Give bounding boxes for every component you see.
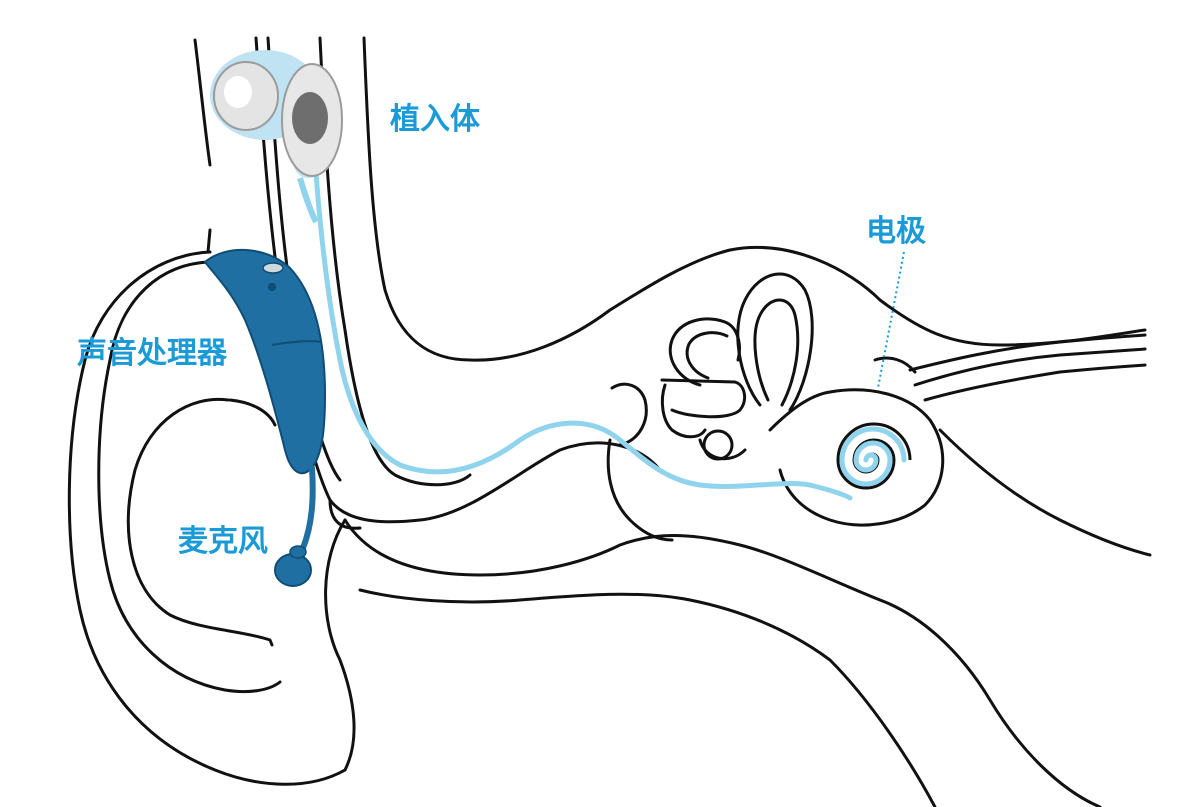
lead-wire: [312, 157, 907, 501]
inner-ear-outline: [606, 272, 1152, 557]
implant-label: 植入体: [386, 101, 488, 141]
sound-processor-label: 声音处理器: [77, 336, 227, 371]
microphone: [274, 465, 316, 587]
skull-channel-lines: [254, 36, 1147, 807]
outer-ear-outline: [67, 38, 347, 786]
microphone-label: 麦克风: [178, 524, 268, 559]
implant-body: [210, 50, 343, 224]
electrode-label: 电极: [866, 214, 926, 249]
electrode-pointer: [877, 251, 905, 389]
